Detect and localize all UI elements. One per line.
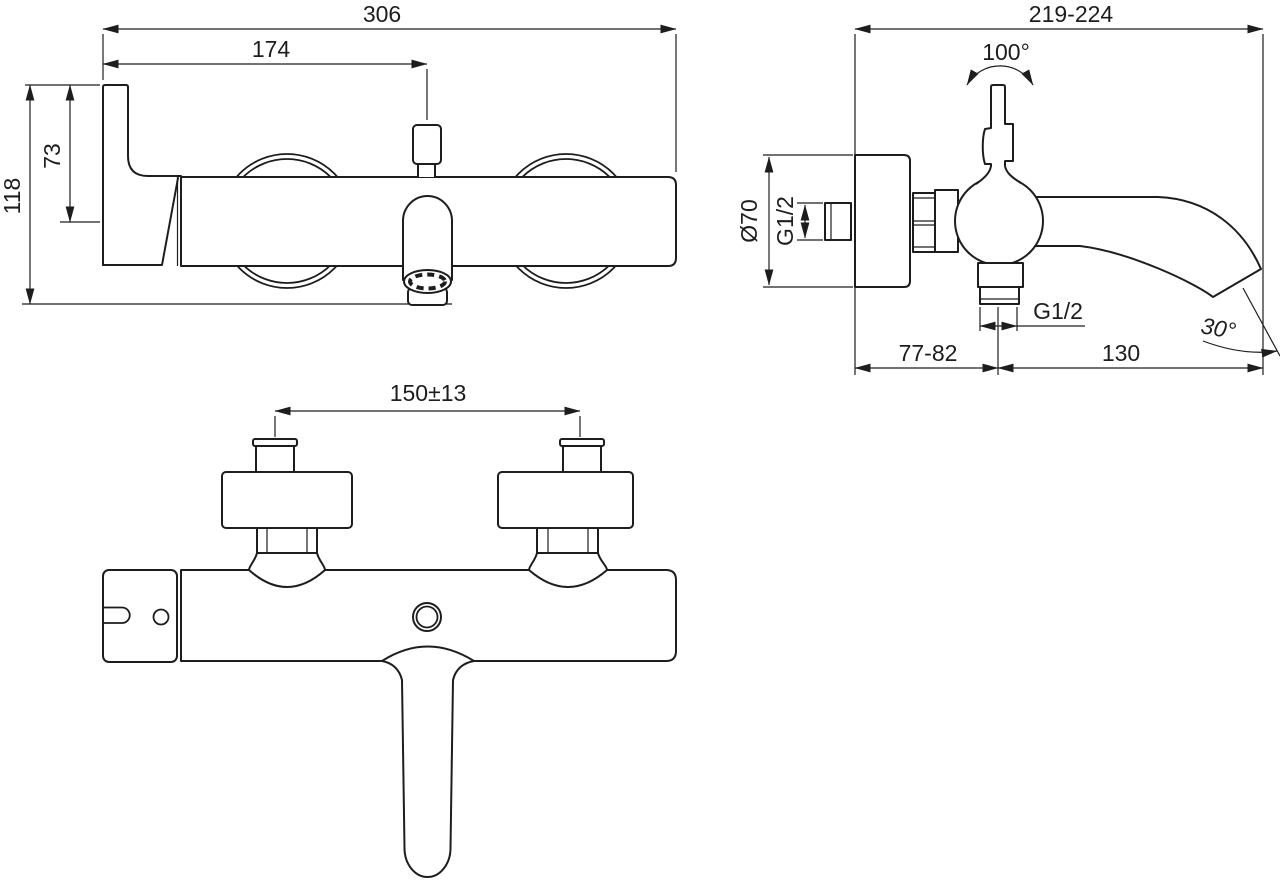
escutcheon-side xyxy=(854,154,911,288)
dim-escutcheon-diameter: Ø70 xyxy=(736,199,762,242)
spout-side xyxy=(1034,196,1262,298)
mixer-body-plan xyxy=(180,569,677,662)
dim-overall-depth: 219-224 xyxy=(1029,1,1114,27)
handle-slot xyxy=(103,606,131,624)
spout-angle-arc xyxy=(1202,340,1278,358)
dim-outlet-to-tip: 130 xyxy=(1102,340,1140,366)
dim-overall-height: 118 xyxy=(0,178,25,215)
dim-wall-to-outlet: 77-82 xyxy=(899,340,958,366)
side-view: 30° 219-224 100° Ø70 G1/2 G1/2 77-82 xyxy=(736,1,1280,375)
dim-inlet-thread: G1/2 xyxy=(772,196,798,246)
dim-spout-offset: 174 xyxy=(252,36,291,62)
left-union-plan xyxy=(221,438,353,571)
aerator-ring xyxy=(408,272,447,291)
dim-inlet-centres: 150±13 xyxy=(390,380,467,406)
dim-outlet-thread: G1/2 xyxy=(1033,298,1083,324)
spout-angle-line xyxy=(1242,287,1280,357)
inlet-nipple-side xyxy=(824,202,852,241)
front-dimensions: 306 174 118 73 xyxy=(0,1,677,305)
dim-overall-width: 306 xyxy=(363,1,401,27)
diverter-knob-front xyxy=(412,124,442,178)
lever-side xyxy=(975,84,1022,185)
right-union-plan xyxy=(497,438,634,571)
side-dimensions: 219-224 100° Ø70 G1/2 G1/2 77-82 130 xyxy=(736,1,1264,375)
lever-handle-plan xyxy=(102,569,182,663)
valve-body-circle xyxy=(954,176,1044,266)
plan-view: 150±13 xyxy=(102,380,677,878)
spout-plan xyxy=(381,660,475,878)
lever-handle-front xyxy=(102,84,182,266)
bottom-outlet-side xyxy=(977,262,1024,305)
dim-spout-angle: 30° xyxy=(1199,312,1238,344)
handle-pin xyxy=(152,608,170,626)
dim-swing-angle: 100° xyxy=(982,39,1030,65)
union-nuts-side xyxy=(912,189,959,253)
swing-arc xyxy=(966,65,1034,86)
plan-dimensions: 150±13 xyxy=(274,380,581,437)
diverter-knob-plan xyxy=(412,602,442,632)
front-view: 306 174 118 73 xyxy=(0,1,677,306)
dim-handle-to-axis: 73 xyxy=(39,143,65,169)
spout-front xyxy=(402,195,453,306)
